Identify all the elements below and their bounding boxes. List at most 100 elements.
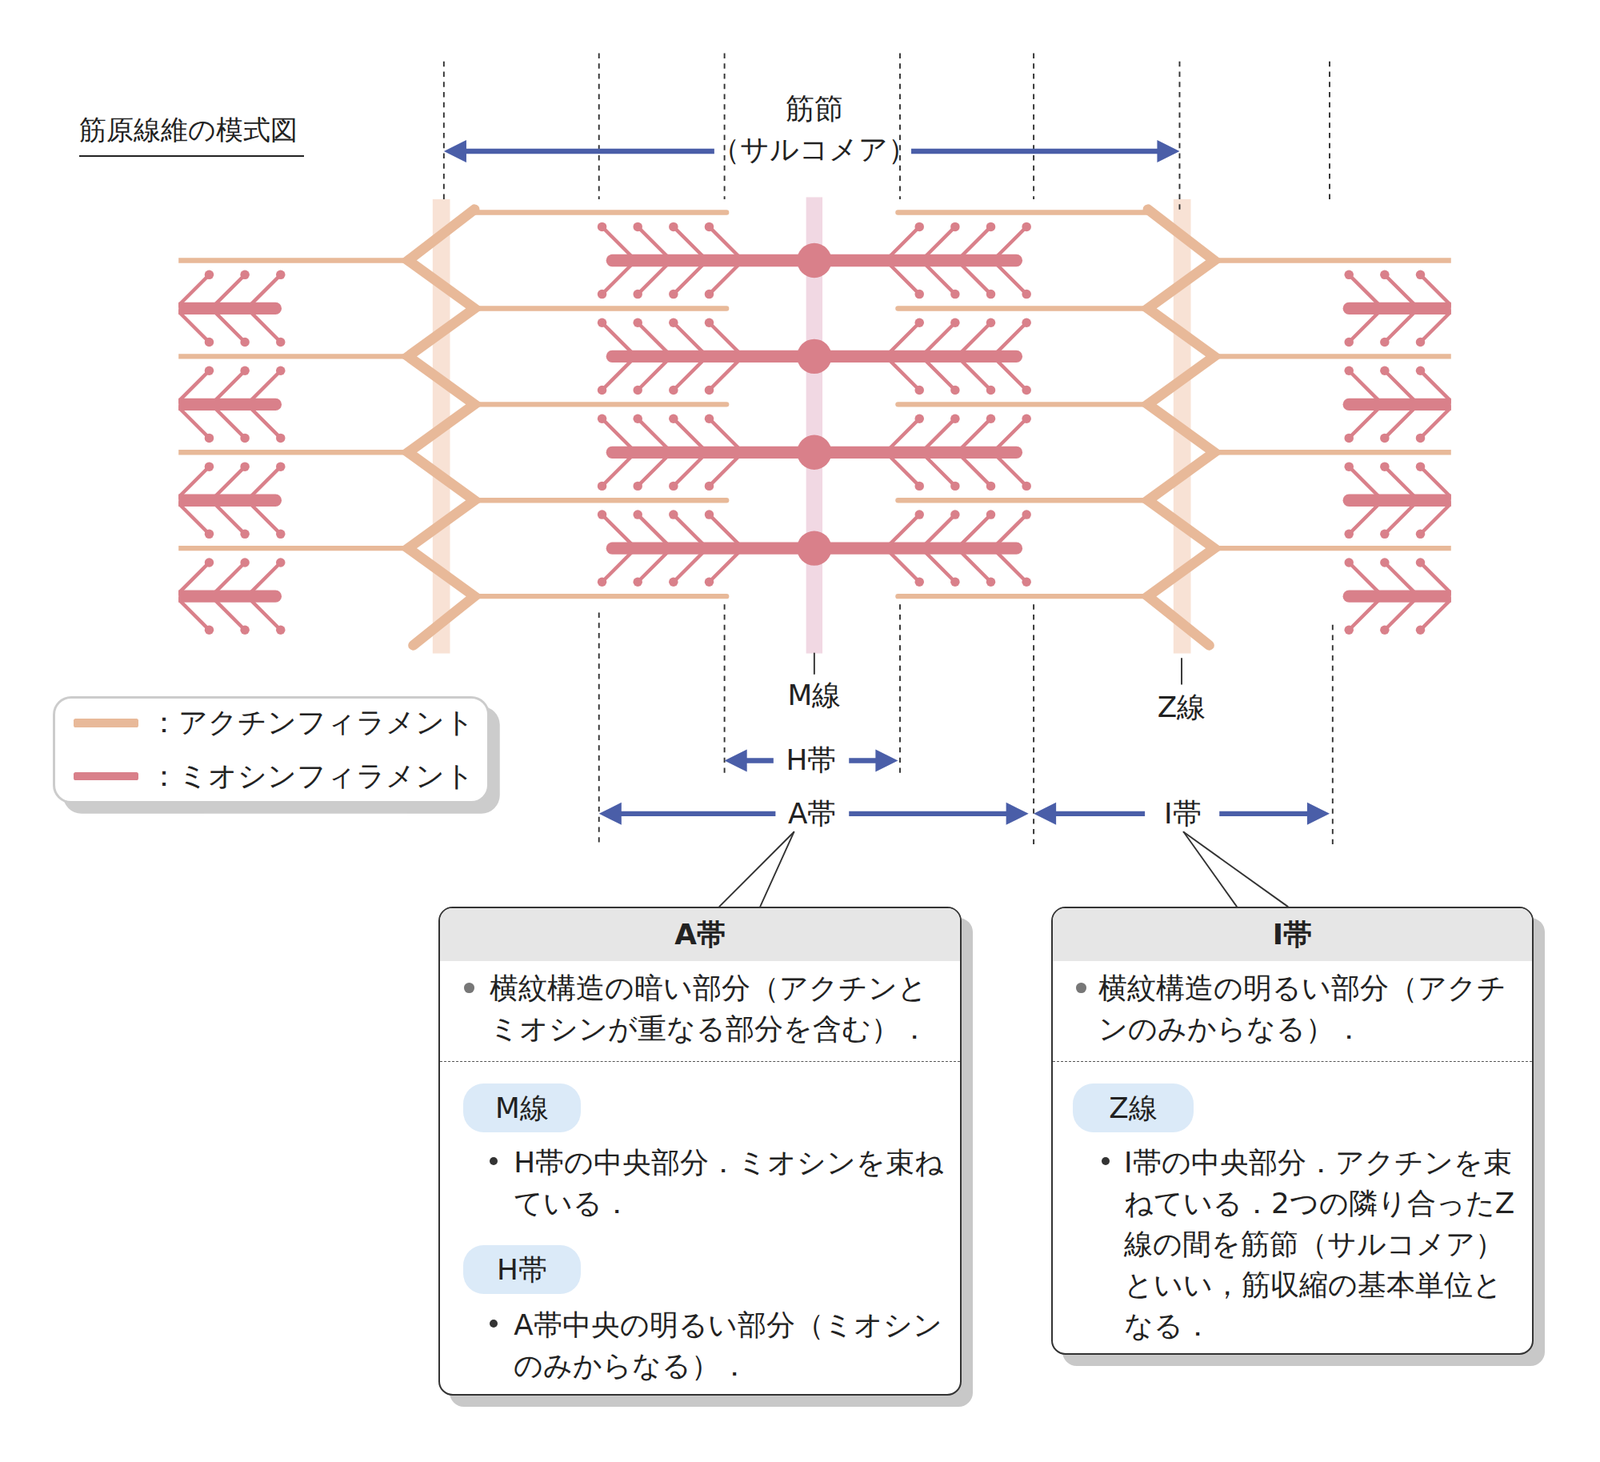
callout-body-text: 横紋構造の明るい部分（アクチンのみからなる）．	[1098, 967, 1525, 1049]
myosin-head-tip	[1344, 624, 1353, 634]
myosin-filament	[1348, 589, 1452, 602]
actin-filament	[178, 353, 408, 359]
myosin-head-tip	[914, 289, 924, 299]
myosin-head-tip	[950, 318, 960, 328]
bullet-dot	[1076, 982, 1087, 993]
myosin-head-tip	[704, 222, 714, 232]
myosin-head-tip	[597, 481, 607, 491]
myosin-head-tip	[204, 461, 214, 471]
myosin-head-tip	[632, 509, 642, 519]
myosin-filament	[178, 398, 276, 411]
diagram-title: 筋原線維の模式図	[79, 112, 304, 157]
myosin-head-tip	[986, 289, 996, 299]
myosin-head-tip	[1021, 481, 1031, 491]
myosin-head-tip	[986, 509, 996, 519]
term-pill: Z線	[1072, 1083, 1194, 1132]
m-line-node	[796, 339, 832, 374]
legend-swatch	[73, 718, 138, 727]
myosin-head-tip	[276, 366, 285, 376]
dashed-guide	[1179, 61, 1181, 210]
arrow-head	[1156, 140, 1180, 163]
myosin-head-tip	[914, 481, 924, 491]
myosin-head-tip	[986, 318, 996, 328]
band-label: M線	[768, 676, 860, 714]
actin-filament	[1214, 449, 1452, 455]
callout-heading: A帯	[440, 913, 960, 955]
myosin-head-tip	[1416, 270, 1425, 280]
myosin-head-tip	[240, 557, 249, 567]
dashed-guide	[1032, 604, 1035, 845]
bullet-dot	[489, 1319, 498, 1328]
actin-filament	[897, 209, 1148, 215]
myosin-head-tip	[950, 481, 960, 491]
band-label: 筋節 （サルコメア）	[707, 88, 922, 170]
myosin-head-tip	[914, 222, 924, 232]
myosin-filament	[178, 302, 276, 315]
myosin-head-tip	[240, 366, 249, 376]
myosin-head-tip	[1380, 270, 1389, 280]
myosin-head-tip	[632, 222, 642, 232]
dashed-guide	[1032, 53, 1035, 200]
myosin-head-tip	[704, 385, 714, 395]
actin-filament	[178, 449, 408, 455]
myosin-head-tip	[914, 577, 924, 587]
myosin-head-tip	[240, 624, 249, 634]
legend-text: ：ミオシンフィラメント	[149, 753, 487, 799]
myosin-head-tip	[668, 509, 678, 519]
term-pill-text: Z線	[1072, 1087, 1194, 1128]
myosin-head-tip	[704, 413, 714, 423]
myosin-head-tip	[1344, 337, 1353, 347]
myosin-head-tip	[597, 289, 607, 299]
myosin-filament	[1348, 302, 1452, 315]
actin-filament	[474, 497, 727, 503]
myosin-head-tip	[914, 509, 924, 519]
actin-filament	[897, 401, 1148, 407]
term-pill-text: M線	[463, 1087, 582, 1128]
myosin-head-tip	[704, 577, 714, 587]
myosin-head-tip	[1344, 529, 1353, 539]
dimension-line	[911, 148, 1164, 154]
dashed-guide	[598, 612, 600, 846]
myosin-head-tip	[1416, 529, 1425, 539]
myosin-head-tip	[1344, 433, 1353, 443]
arrow-head	[1006, 802, 1029, 825]
myosin-head-tip	[1344, 557, 1353, 567]
actin-filament	[897, 305, 1148, 311]
legend-text: ：アクチンフィラメント	[149, 700, 487, 745]
term-pill: M線	[463, 1083, 582, 1132]
arrow-head	[1307, 802, 1330, 825]
dashed-guide	[1328, 61, 1331, 205]
callout-leader	[760, 832, 794, 907]
myosin-head-tip	[276, 433, 285, 443]
dimension-line	[1048, 811, 1145, 816]
myosin-head-tip	[668, 577, 678, 587]
myosin-head-tip	[914, 413, 924, 423]
myosin-head-tip	[1380, 529, 1389, 539]
callout-leader	[1184, 832, 1237, 907]
legend-swatch	[73, 772, 138, 780]
myosin-head-tip	[240, 433, 249, 443]
band-label: Z線	[1136, 688, 1228, 726]
actin-filament	[474, 305, 727, 311]
myosin-head-tip	[276, 624, 285, 634]
leader-tick	[1180, 658, 1183, 684]
legend-box: ：アクチンフィラメント ：ミオシンフィラメント	[52, 696, 490, 804]
m-line-node	[796, 531, 832, 566]
myosin-head-tip	[668, 318, 678, 328]
myosin-head-tip	[1416, 337, 1425, 347]
myosin-head-tip	[1380, 624, 1389, 634]
band-label: I帯	[1145, 795, 1220, 832]
actin-filament	[474, 209, 727, 215]
myosin-head-tip	[950, 577, 960, 587]
myosin-head-tip	[204, 366, 214, 376]
myosin-head-tip	[1021, 577, 1031, 587]
actin-filament	[1214, 545, 1452, 551]
myosin-head-tip	[204, 270, 214, 280]
myosin-head-tip	[276, 461, 285, 471]
myosin-head-tip	[632, 413, 642, 423]
myosin-head-tip	[632, 481, 642, 491]
bullet-dot	[464, 982, 475, 993]
dimension-line	[614, 811, 776, 816]
myosin-head-tip	[276, 557, 285, 567]
actin-filament	[1214, 257, 1452, 263]
